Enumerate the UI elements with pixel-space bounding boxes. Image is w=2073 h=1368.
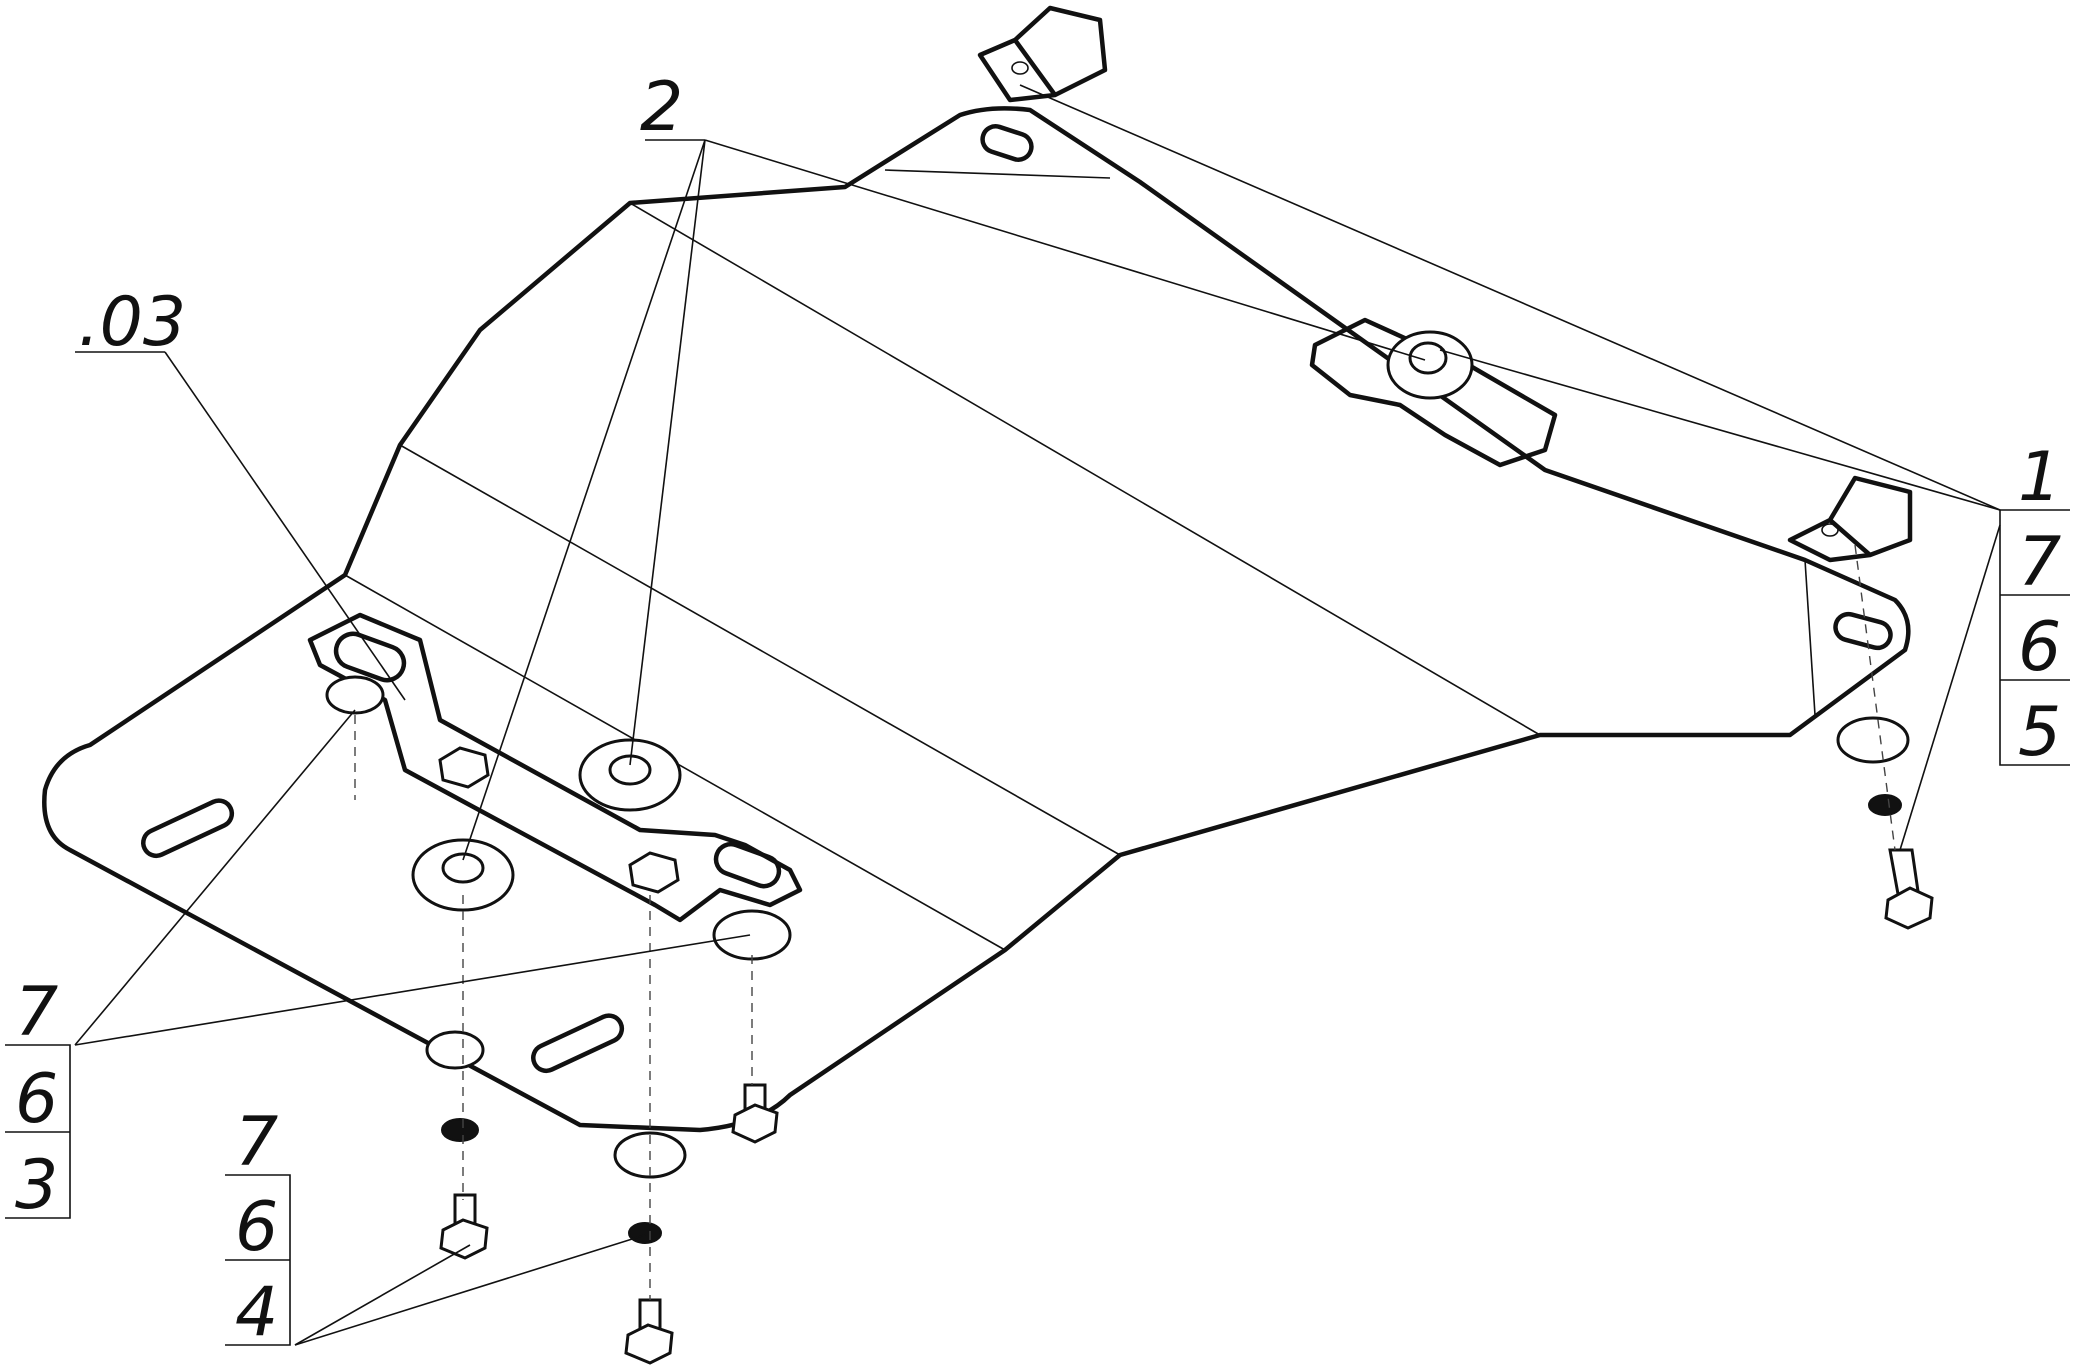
bolt-left-mid	[731, 1083, 779, 1144]
bracket-top-hole	[1011, 61, 1029, 75]
leader-2b	[629, 139, 706, 766]
label-left-3: 3	[15, 1146, 58, 1225]
label-right-1: 1	[2018, 438, 2061, 517]
washer-left-mid	[712, 909, 792, 961]
label-03: .03	[78, 283, 186, 362]
lock-washer-bottom-mid	[628, 1222, 662, 1244]
label-bottom-7: 7	[235, 1103, 278, 1182]
slot-channel-right	[713, 841, 782, 889]
bolt-bottom-mid	[624, 1298, 674, 1365]
bracket-right-hole	[1821, 523, 1839, 537]
leader-left-b	[74, 934, 751, 1046]
label-right-7: 7	[2018, 523, 2061, 602]
label-2: 2	[640, 68, 683, 147]
label-bottom-4: 4	[235, 1273, 278, 1352]
leader-right-1b	[1439, 349, 2001, 511]
bottom-stack-frame	[225, 1174, 291, 1346]
fold-line-2	[399, 444, 1121, 856]
leader-03	[164, 351, 406, 701]
slot-left-2	[531, 1013, 625, 1074]
label-left-6: 6	[15, 1060, 58, 1139]
center-bolt-head	[1408, 341, 1448, 375]
label-right-5: 5	[2018, 693, 2061, 772]
nut-1	[438, 746, 490, 789]
fold-line-4	[884, 169, 1111, 179]
lock-washer-bottom-left	[441, 1118, 479, 1142]
slot-left-1	[141, 798, 235, 859]
axis-5	[1854, 544, 1896, 851]
label-bottom-6: 6	[235, 1188, 278, 1267]
label-left-7: 7	[15, 973, 58, 1052]
label-right-6: 6	[2018, 608, 2061, 687]
bolt-right	[1884, 848, 1934, 930]
leader-bottom-b	[294, 1234, 646, 1346]
slot-channel-left	[333, 631, 407, 683]
left-stack-frame	[5, 1044, 71, 1219]
washer-large-2-bolt	[441, 852, 485, 884]
leader-2a	[704, 139, 1426, 361]
slot-top	[980, 124, 1034, 162]
right-stack-frame	[1999, 510, 2070, 766]
fold-line-1	[629, 202, 1541, 736]
left-channel	[307, 612, 803, 923]
bolt-bottom-left	[439, 1193, 489, 1260]
fold-line-5	[1804, 559, 1816, 716]
leader-right-1a	[1019, 84, 2001, 511]
leader-bottom-a	[294, 1244, 471, 1346]
washer-left-top	[325, 675, 385, 715]
bracket-right	[1787, 475, 1913, 563]
nut-2	[628, 851, 680, 894]
washer-bottom-left	[425, 1030, 485, 1070]
slot-right	[1833, 611, 1893, 651]
leader-2c	[462, 139, 706, 861]
washer-right-1	[1836, 716, 1910, 764]
washer-large-1-bolt	[608, 754, 652, 786]
leader-right-stack	[1899, 524, 2001, 851]
skid-plate-outline	[42, 106, 1911, 1133]
bracket-top	[977, 5, 1108, 103]
lock-washer-right	[1868, 794, 1902, 816]
leader-left-a	[74, 709, 356, 1046]
